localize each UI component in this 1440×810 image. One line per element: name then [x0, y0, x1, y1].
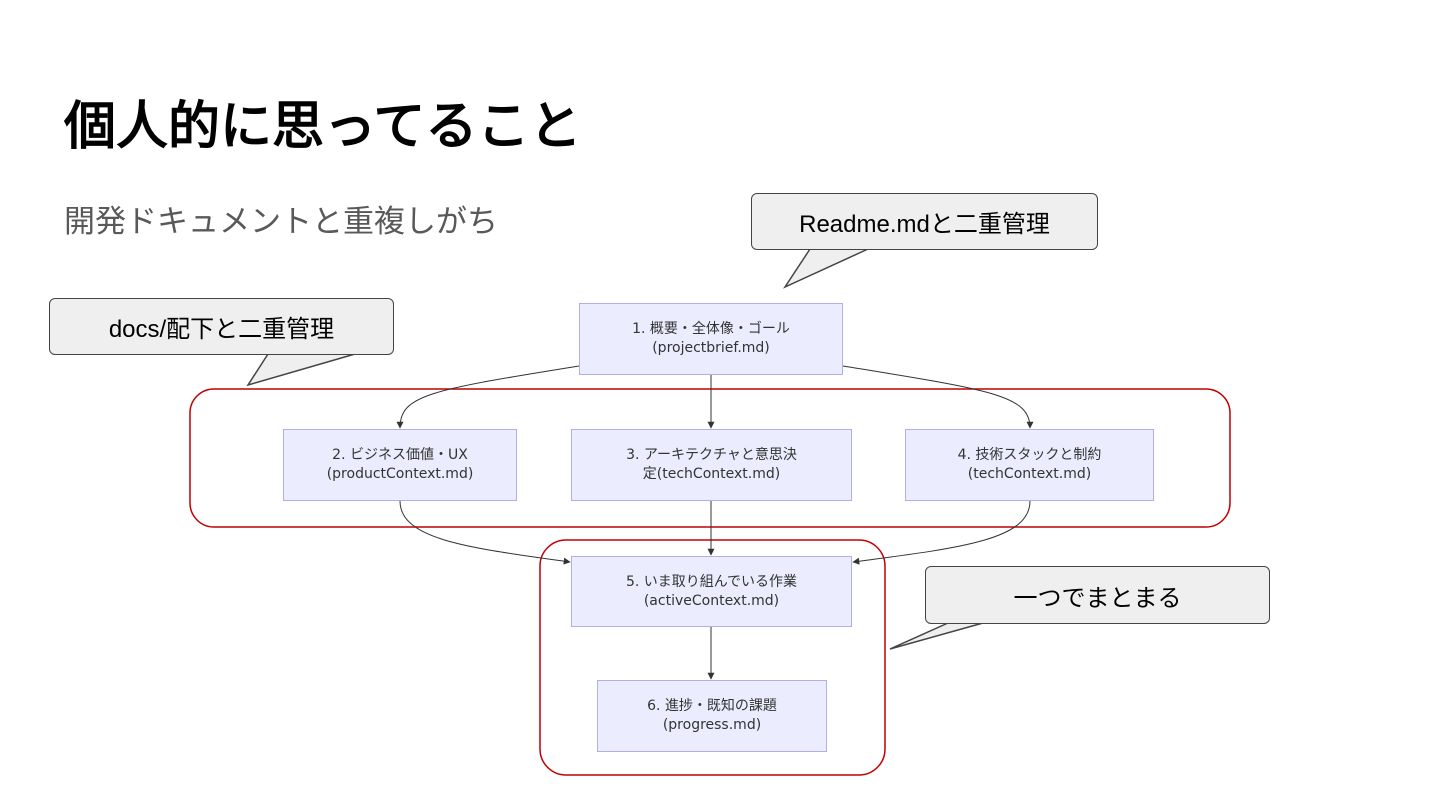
- edge-2-5: [399, 500, 571, 565]
- node-label: 3. アーキテクチャと意思決: [626, 447, 797, 463]
- callout-tail-readme: [782, 248, 869, 289]
- node-projectbrief: 1. 概要・全体像・ゴール (projectbrief.md): [579, 303, 843, 375]
- node-active-context: 5. いま取り組んでいる作業 (activeContext.md): [571, 556, 852, 627]
- group-box-middle-row: [189, 388, 1231, 528]
- slide-title: 個人的に思ってること: [64, 97, 582, 157]
- node-architecture: 3. アーキテクチャと意思決 定(techContext.md): [571, 429, 852, 501]
- node-file: (productContext.md): [326, 466, 474, 482]
- group-box-bottom: [539, 539, 886, 776]
- node-file: (progress.md): [662, 717, 762, 733]
- slide-subtitle: 開発ドキュメントと重複しがち: [64, 204, 498, 240]
- node-label: 1. 概要・全体像・ゴール: [632, 321, 790, 337]
- node-product-context: 2. ビジネス価値・UX (productContext.md): [283, 429, 517, 501]
- callout-readme: Readme.mdと二重管理: [751, 193, 1098, 250]
- node-progress: 6. 進捗・既知の課題 (progress.md): [597, 680, 827, 752]
- node-file: (techContext.md): [967, 466, 1092, 482]
- node-label: 5. いま取り組んでいる作業: [625, 573, 798, 590]
- node-file: 定(techContext.md): [642, 466, 781, 482]
- node-label: 6. 進捗・既知の課題: [647, 698, 777, 714]
- callout-docs: docs/配下と二重管理: [49, 298, 394, 355]
- node-label: 2. ビジネス価値・UX: [332, 447, 468, 463]
- edge-1-4: [842, 365, 1034, 429]
- node-file: (projectbrief.md): [652, 340, 770, 356]
- node-tech-stack: 4. 技術スタックと制約 (techContext.md): [905, 429, 1154, 501]
- edge-1-2: [396, 365, 580, 429]
- node-label: 4. 技術スタックと制約: [957, 447, 1102, 463]
- callout-tail-merge: [889, 622, 984, 650]
- edge-4-5: [852, 500, 1031, 565]
- callout-merge: 一つでまとまる: [925, 566, 1270, 624]
- node-file: (activeContext.md): [643, 592, 780, 609]
- callout-tail-docs: [246, 353, 356, 387]
